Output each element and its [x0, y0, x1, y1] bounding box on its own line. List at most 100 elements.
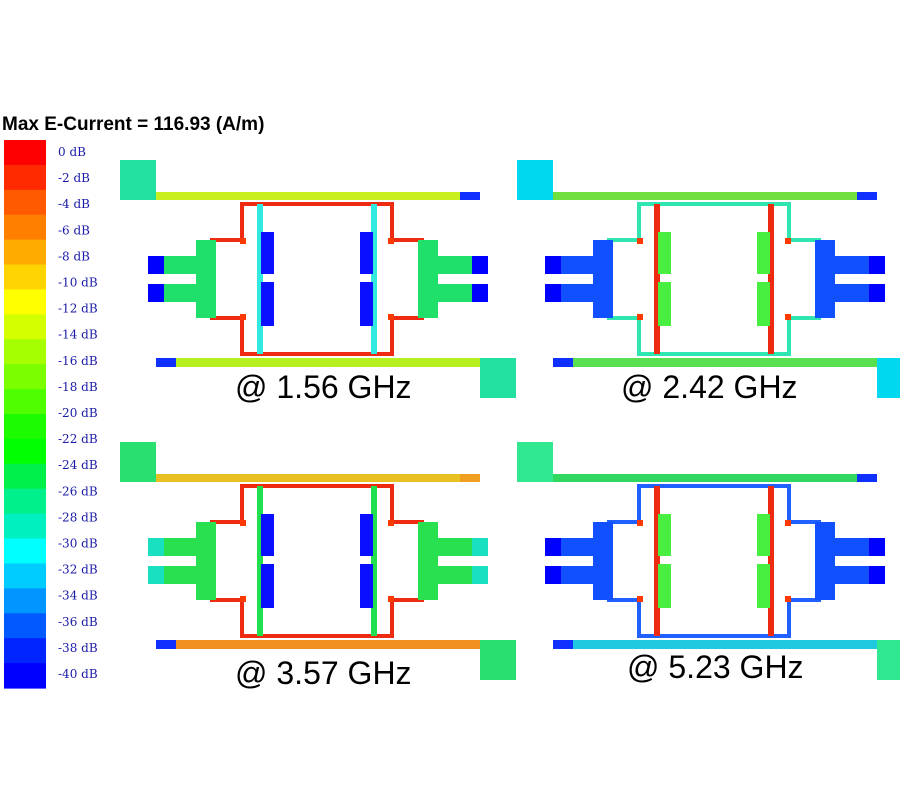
left-stub-tip-upper [545, 538, 561, 556]
legend-tick-label: -34 dB [58, 589, 98, 603]
legend-tick-label: -28 dB [58, 510, 98, 524]
inner-pad-right-lower [757, 282, 770, 326]
ring-resonator [607, 202, 821, 356]
inner-pad-right-lower [360, 564, 373, 608]
legend-tick-label: -10 dB [58, 276, 98, 290]
legend-tick-label: 0 dB [58, 145, 86, 159]
inner-pad-left-lower [261, 564, 274, 608]
legend-swatch [4, 663, 46, 689]
input-feed-pad [120, 160, 156, 200]
top-coupling-line [156, 192, 480, 200]
legend-swatch [4, 488, 46, 515]
legend-tick-label: -26 dB [58, 484, 98, 498]
inner-pad-left-upper [261, 232, 274, 274]
ring-resonator [607, 484, 821, 638]
bottom-line-start [553, 640, 573, 649]
filter-layout-4 [517, 442, 900, 680]
legend-swatch [4, 613, 46, 639]
left-coupled-line [654, 486, 660, 636]
hotspot [785, 520, 791, 526]
top-line-end [857, 192, 877, 200]
left-coupled-line [257, 486, 263, 636]
left-stub-tip-upper [148, 538, 164, 556]
legend-swatch [4, 513, 46, 540]
right-stub-tip-lower [869, 566, 885, 584]
legend-swatch [4, 438, 46, 465]
inner-pad-left-upper [658, 514, 671, 556]
left-stub-tip-lower [545, 284, 561, 302]
legend-swatch [4, 239, 46, 266]
top-coupling-line [156, 474, 480, 482]
inner-pad-left-upper [658, 232, 671, 274]
legend-swatch [4, 389, 46, 415]
right-stub-body [418, 522, 438, 600]
right-stub-tip-upper [472, 538, 488, 556]
legend-swatch [4, 339, 46, 365]
filter-layout-1 [120, 160, 516, 398]
filter-layout-2 [517, 160, 900, 398]
top-coupling-line [553, 192, 877, 200]
legend-tick-label: -36 dB [58, 615, 98, 629]
legend-swatch [4, 164, 46, 191]
legend-tick-label: -4 dB [58, 197, 90, 211]
left-coupled-line [654, 204, 660, 354]
output-feed-pad [877, 640, 900, 680]
output-feed-pad [480, 640, 516, 680]
hotspot [785, 596, 791, 602]
legend-swatch [4, 638, 46, 664]
left-stub-tip-lower [148, 566, 164, 584]
legend-tick-label: -22 dB [58, 432, 98, 446]
right-stub-tip-lower [869, 284, 885, 302]
top-line-end [460, 192, 480, 200]
right-coupled-line [768, 204, 774, 354]
inner-pad-right-lower [757, 564, 770, 608]
right-coupled-line [371, 486, 377, 636]
left-stub-body [593, 240, 613, 318]
hotspot [637, 596, 643, 602]
left-stub-body [196, 240, 216, 318]
legend-tick-label: -6 dB [58, 223, 90, 237]
left-stub-tip-upper [148, 256, 164, 274]
hotspot [240, 238, 246, 244]
output-feed-pad [877, 358, 900, 398]
legend-tick-label: -18 dB [58, 380, 98, 394]
right-stub-body [815, 522, 835, 600]
output-feed-pad [480, 358, 516, 398]
left-stub-tip-lower [545, 566, 561, 584]
legend-swatch [4, 264, 46, 291]
inner-pad-left-upper [261, 514, 274, 556]
top-line-end [460, 474, 480, 482]
legend-swatch [4, 463, 46, 490]
legend-tick-label: -30 dB [58, 537, 98, 551]
color-scale-legend: 0 dB-2 dB-4 dB-6 dB-8 dB-10 dB-12 dB-14 … [4, 140, 98, 689]
bottom-coupling-line [156, 640, 516, 649]
right-stub-tip-upper [869, 256, 885, 274]
filter-layout-3 [120, 442, 516, 680]
right-stub-body [815, 240, 835, 318]
legend-tick-label: -12 dB [58, 302, 98, 316]
legend-swatch [4, 414, 46, 440]
legend-tick-label: -38 dB [58, 641, 98, 655]
inner-pad-right-lower [360, 282, 373, 326]
legend-tick-label: -20 dB [58, 406, 98, 420]
legend-swatch [4, 538, 46, 565]
input-feed-pad [517, 442, 553, 482]
top-line-end [857, 474, 877, 482]
hotspot [388, 238, 394, 244]
legend-swatch [4, 314, 46, 340]
inner-pad-left-lower [658, 282, 671, 326]
hotspot [637, 238, 643, 244]
hotspot [240, 596, 246, 602]
inner-pad-right-upper [757, 232, 770, 274]
bottom-coupling-line [553, 358, 900, 367]
top-coupling-line [553, 474, 877, 482]
inner-pad-left-lower [261, 282, 274, 326]
legend-tick-label: -40 dB [58, 667, 98, 681]
right-coupled-line [371, 204, 377, 354]
inner-pad-right-upper [360, 514, 373, 556]
left-stub-tip-lower [148, 284, 164, 302]
right-coupled-line [768, 486, 774, 636]
ring-resonator [210, 484, 424, 638]
